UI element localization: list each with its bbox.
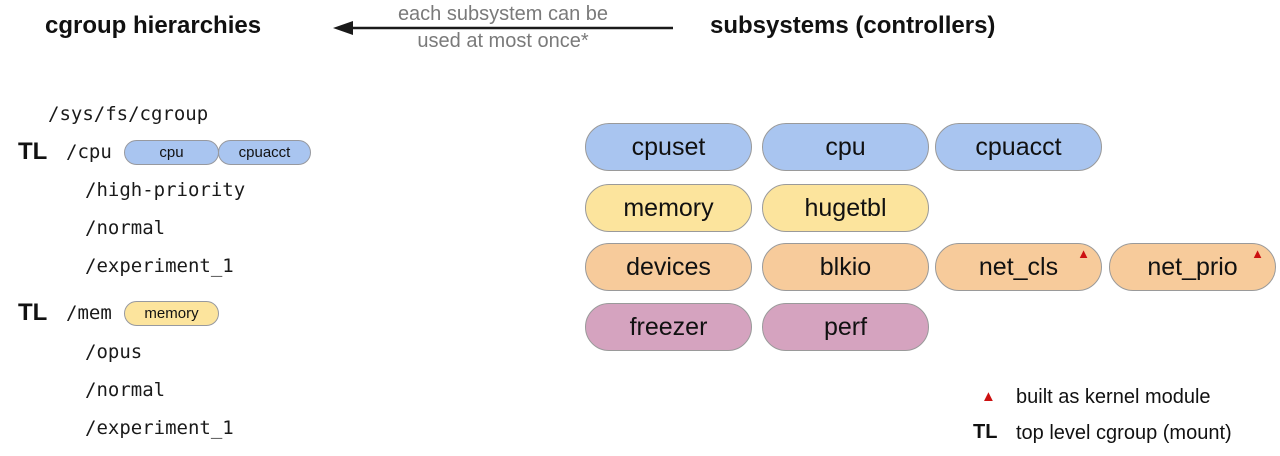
tree-child-path: /experiment_1 [85,417,234,439]
subsystem-pill-cpuset: cpuset [585,123,752,171]
legend-kernel-module-icon: ▲ [981,388,996,405]
subsystem-pill-hugetbl: hugetbl [762,184,929,232]
subsystem-pill-net-prio: net_prio ▲ [1109,243,1276,291]
left-arrow-icon [333,21,673,35]
subsystem-pill-label: net_prio [1147,252,1238,281]
arrow-note-line2: used at most once* [417,30,589,52]
kernel-module-flag-icon: ▲ [1077,246,1090,261]
left-section-title: cgroup hierarchies [45,12,262,39]
tree-mount-path: /mem [66,302,112,324]
subsystem-pill-cpu: cpu [762,123,929,171]
attached-subsystem-pill: memory [124,301,219,326]
attached-subsystem-pill: cpuacct [218,140,311,165]
arrow-note-line1: each subsystem can be [397,3,609,25]
right-section-title: subsystems (controllers) [710,12,996,39]
top-level-marker: TL [18,299,48,326]
attached-subsystem-pill: cpu [124,140,219,165]
subsystem-pill-net-cls: net_cls ▲ [935,243,1102,291]
top-level-marker: TL [18,138,48,165]
subsystem-pill-cpuacct: cpuacct [935,123,1102,171]
tree-mount-path: /cpu [66,141,112,163]
subsystem-pill-memory: memory [585,184,752,232]
subsystem-pill-blkio: blkio [762,243,929,291]
tree-root-path: /sys/fs/cgroup [48,103,209,125]
legend-kernel-module-label: built as kernel module [1016,386,1211,408]
subsystem-pill-devices: devices [585,243,752,291]
subsystem-pill-label: net_cls [978,252,1059,281]
legend-tl-symbol: TL [973,421,998,443]
kernel-module-flag-icon: ▲ [1251,246,1264,261]
tree-child-path: /high-priority [85,179,246,201]
subsystem-pill-perf: perf [762,303,929,351]
tree-child-path: /normal [85,379,166,401]
tree-child-path: /opus [85,341,143,363]
tree-child-path: /normal [85,217,166,239]
subsystem-pill-freezer: freezer [585,303,752,351]
tree-child-path: /experiment_1 [85,255,234,277]
legend-tl-label: top level cgroup (mount) [1016,422,1232,444]
